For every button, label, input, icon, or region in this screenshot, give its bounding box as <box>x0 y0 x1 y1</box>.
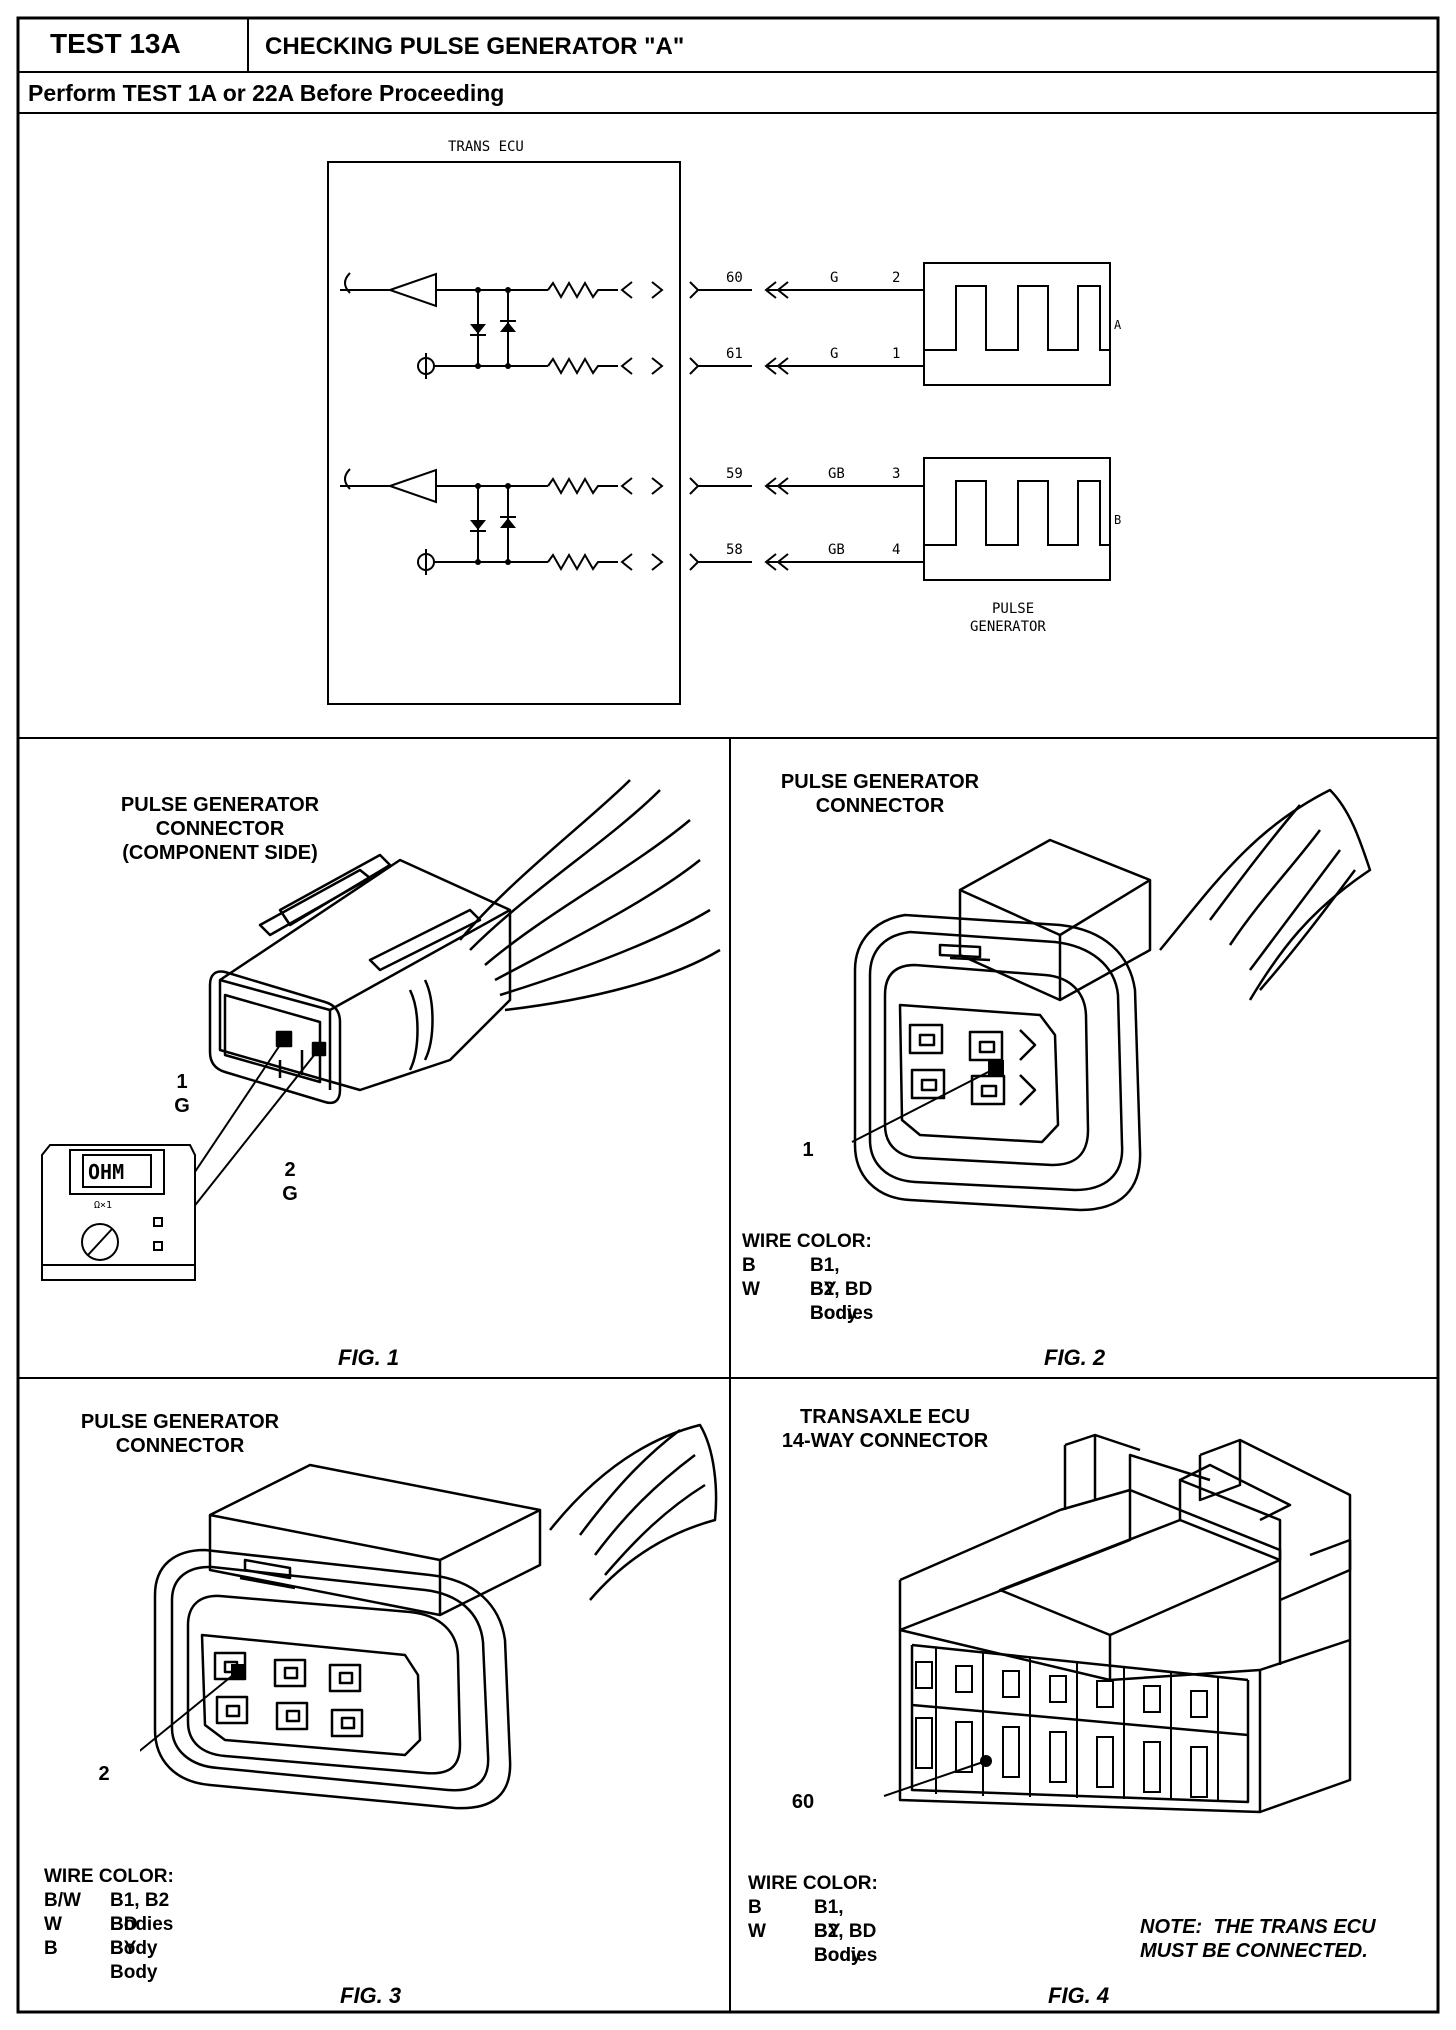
terminal-label: 3 <box>892 466 900 482</box>
fig4-legend-row: B B1, B2, BD Bodies <box>748 1896 878 1966</box>
fig4-legend-desc: B1, B2, BD Bodies <box>814 1897 878 1966</box>
fig4-legend-code: W <box>748 1921 766 1942</box>
fig3-legend-code: W <box>44 1914 62 1935</box>
fig3-legend-desc: B1, B2 Bodies <box>110 1890 174 1935</box>
fig1-pin1-color: G <box>174 1095 190 1117</box>
fig3-wire-color-heading: WIRE COLOR: <box>44 1866 174 1887</box>
fig3-legend-row: B/W B1, B2 Bodies <box>44 1889 174 1935</box>
fig3-caption: FIG. 3 <box>340 1983 402 2008</box>
prerequisite-text: Perform TEST 1A or 22A Before Proceeding <box>28 80 505 106</box>
fig1-title: PULSE GENERATOR CONNECTOR (COMPONENT SID… <box>60 793 380 865</box>
pin-label: 58 <box>726 542 743 558</box>
fig2-legend-row: W BY Body <box>742 1278 872 1324</box>
fig4-note-line: NOTE: THE TRANS ECU <box>1140 1916 1376 1938</box>
fig4-legend-desc: BY Body <box>814 1921 862 1966</box>
test-id: TEST 13A <box>50 28 181 59</box>
wire-color-label: G <box>830 346 838 362</box>
wiring-schematic: TRANS ECU 60 61 59 58 G G GB GB 2 1 3 4 … <box>327 139 1122 705</box>
terminal-label: 2 <box>892 270 900 286</box>
page-title: CHECKING PULSE GENERATOR "A" <box>265 33 685 60</box>
fig2-connector-illustration <box>851 788 1372 1212</box>
pin-label: 61 <box>726 346 743 362</box>
fig2-legend-code: B <box>742 1255 756 1276</box>
fig4-legend-code: B <box>748 1897 762 1918</box>
terminal-label: 4 <box>892 542 900 558</box>
fig3-wire-color-legend: WIRE COLOR: B/W B1, B2 Bodies W BD Body … <box>44 1865 174 1983</box>
generator-caption: GENERATOR <box>970 619 1046 635</box>
fig3-legend-row: B BY Body <box>44 1937 174 1983</box>
meter-range: Ω×1 <box>94 1200 112 1211</box>
fig4-title-line: 14-WAY CONNECTOR <box>781 1430 989 1452</box>
fig3-connector-illustration <box>140 1423 718 1810</box>
fig4-connector-illustration <box>883 1433 1352 1814</box>
generator-b-label: B <box>1114 513 1121 527</box>
fig1-connector-illustration: OHM Ω×1 <box>41 779 721 1281</box>
fig3-legend-code: B/W <box>44 1890 81 1911</box>
fig1-title-line: PULSE GENERATOR <box>120 794 320 816</box>
fig1-title-line: CONNECTOR <box>155 818 285 840</box>
fig2-title-line: PULSE GENERATOR <box>780 771 980 793</box>
fig2-wire-color-heading: WIRE COLOR: <box>742 1231 872 1252</box>
fig4-wire-color-legend: WIRE COLOR: B B1, B2, BD Bodies W BY Bod… <box>748 1872 878 1966</box>
generator-caption: PULSE <box>992 601 1034 617</box>
fig3-legend-row: W BD Body <box>44 1913 174 1959</box>
fig2-legend-desc: BY Body <box>810 1279 858 1324</box>
fig1-caption: FIG. 1 <box>338 1345 400 1370</box>
fig4-note-line: MUST BE CONNECTED. <box>1140 1940 1368 1962</box>
fig1-pin2-color: G <box>282 1183 298 1205</box>
fig4-title: TRANSAXLE ECU 14-WAY CONNECTOR <box>740 1405 1030 1453</box>
fig1-title-line: (COMPONENT SIDE) <box>122 842 318 864</box>
fig4-title-line: TRANSAXLE ECU <box>799 1406 970 1428</box>
fig2-legend-row: B B1, B2, BD Bodies <box>742 1254 873 1324</box>
fig2-title-line: CONNECTOR <box>815 795 945 817</box>
wire-color-label: GB <box>828 542 845 558</box>
fig1-pin2-number: 2 <box>284 1159 296 1181</box>
fig3-title-line: CONNECTOR <box>115 1435 245 1457</box>
fig2-legend-code: W <box>742 1279 760 1300</box>
fig2-caption: FIG. 2 <box>1044 1345 1106 1370</box>
fig3-legend-code: B <box>44 1938 58 1959</box>
fig2-legend-desc: B1, B2, BD Bodies <box>810 1255 874 1324</box>
generator-a-label: A <box>1114 318 1122 332</box>
fig4-caption: FIG. 4 <box>1048 1983 1110 2008</box>
fig4-note: NOTE: THE TRANS ECU MUST BE CONNECTED. <box>1140 1915 1376 1963</box>
fig4-legend-row: W BY Body <box>748 1920 878 1966</box>
fig2-callout: 1 <box>802 1139 814 1161</box>
fig3-title-line: PULSE GENERATOR <box>80 1411 280 1433</box>
terminal-label: 1 <box>892 346 900 362</box>
fig3-legend-desc: BD Body <box>110 1914 158 1959</box>
meter-display: OHM <box>88 1160 124 1184</box>
pin-label: 59 <box>726 466 743 482</box>
pin-label: 60 <box>726 270 743 286</box>
ecu-label: TRANS ECU <box>448 139 524 155</box>
fig4-callout: 60 <box>791 1791 815 1813</box>
wire-color-label: G <box>830 270 838 286</box>
fig3-callout: 2 <box>98 1763 110 1785</box>
fig1-pin1-number: 1 <box>176 1071 188 1093</box>
fig3-legend-desc: BY Body <box>110 1938 158 1983</box>
fig4-wire-color-heading: WIRE COLOR: <box>748 1873 878 1894</box>
fig2-wire-color-legend: WIRE COLOR: B B1, B2, BD Bodies W BY Bod… <box>742 1230 873 1324</box>
wire-color-label: GB <box>828 466 845 482</box>
fig3-title: PULSE GENERATOR CONNECTOR <box>40 1410 320 1458</box>
fig2-title: PULSE GENERATOR CONNECTOR <box>740 770 1020 818</box>
